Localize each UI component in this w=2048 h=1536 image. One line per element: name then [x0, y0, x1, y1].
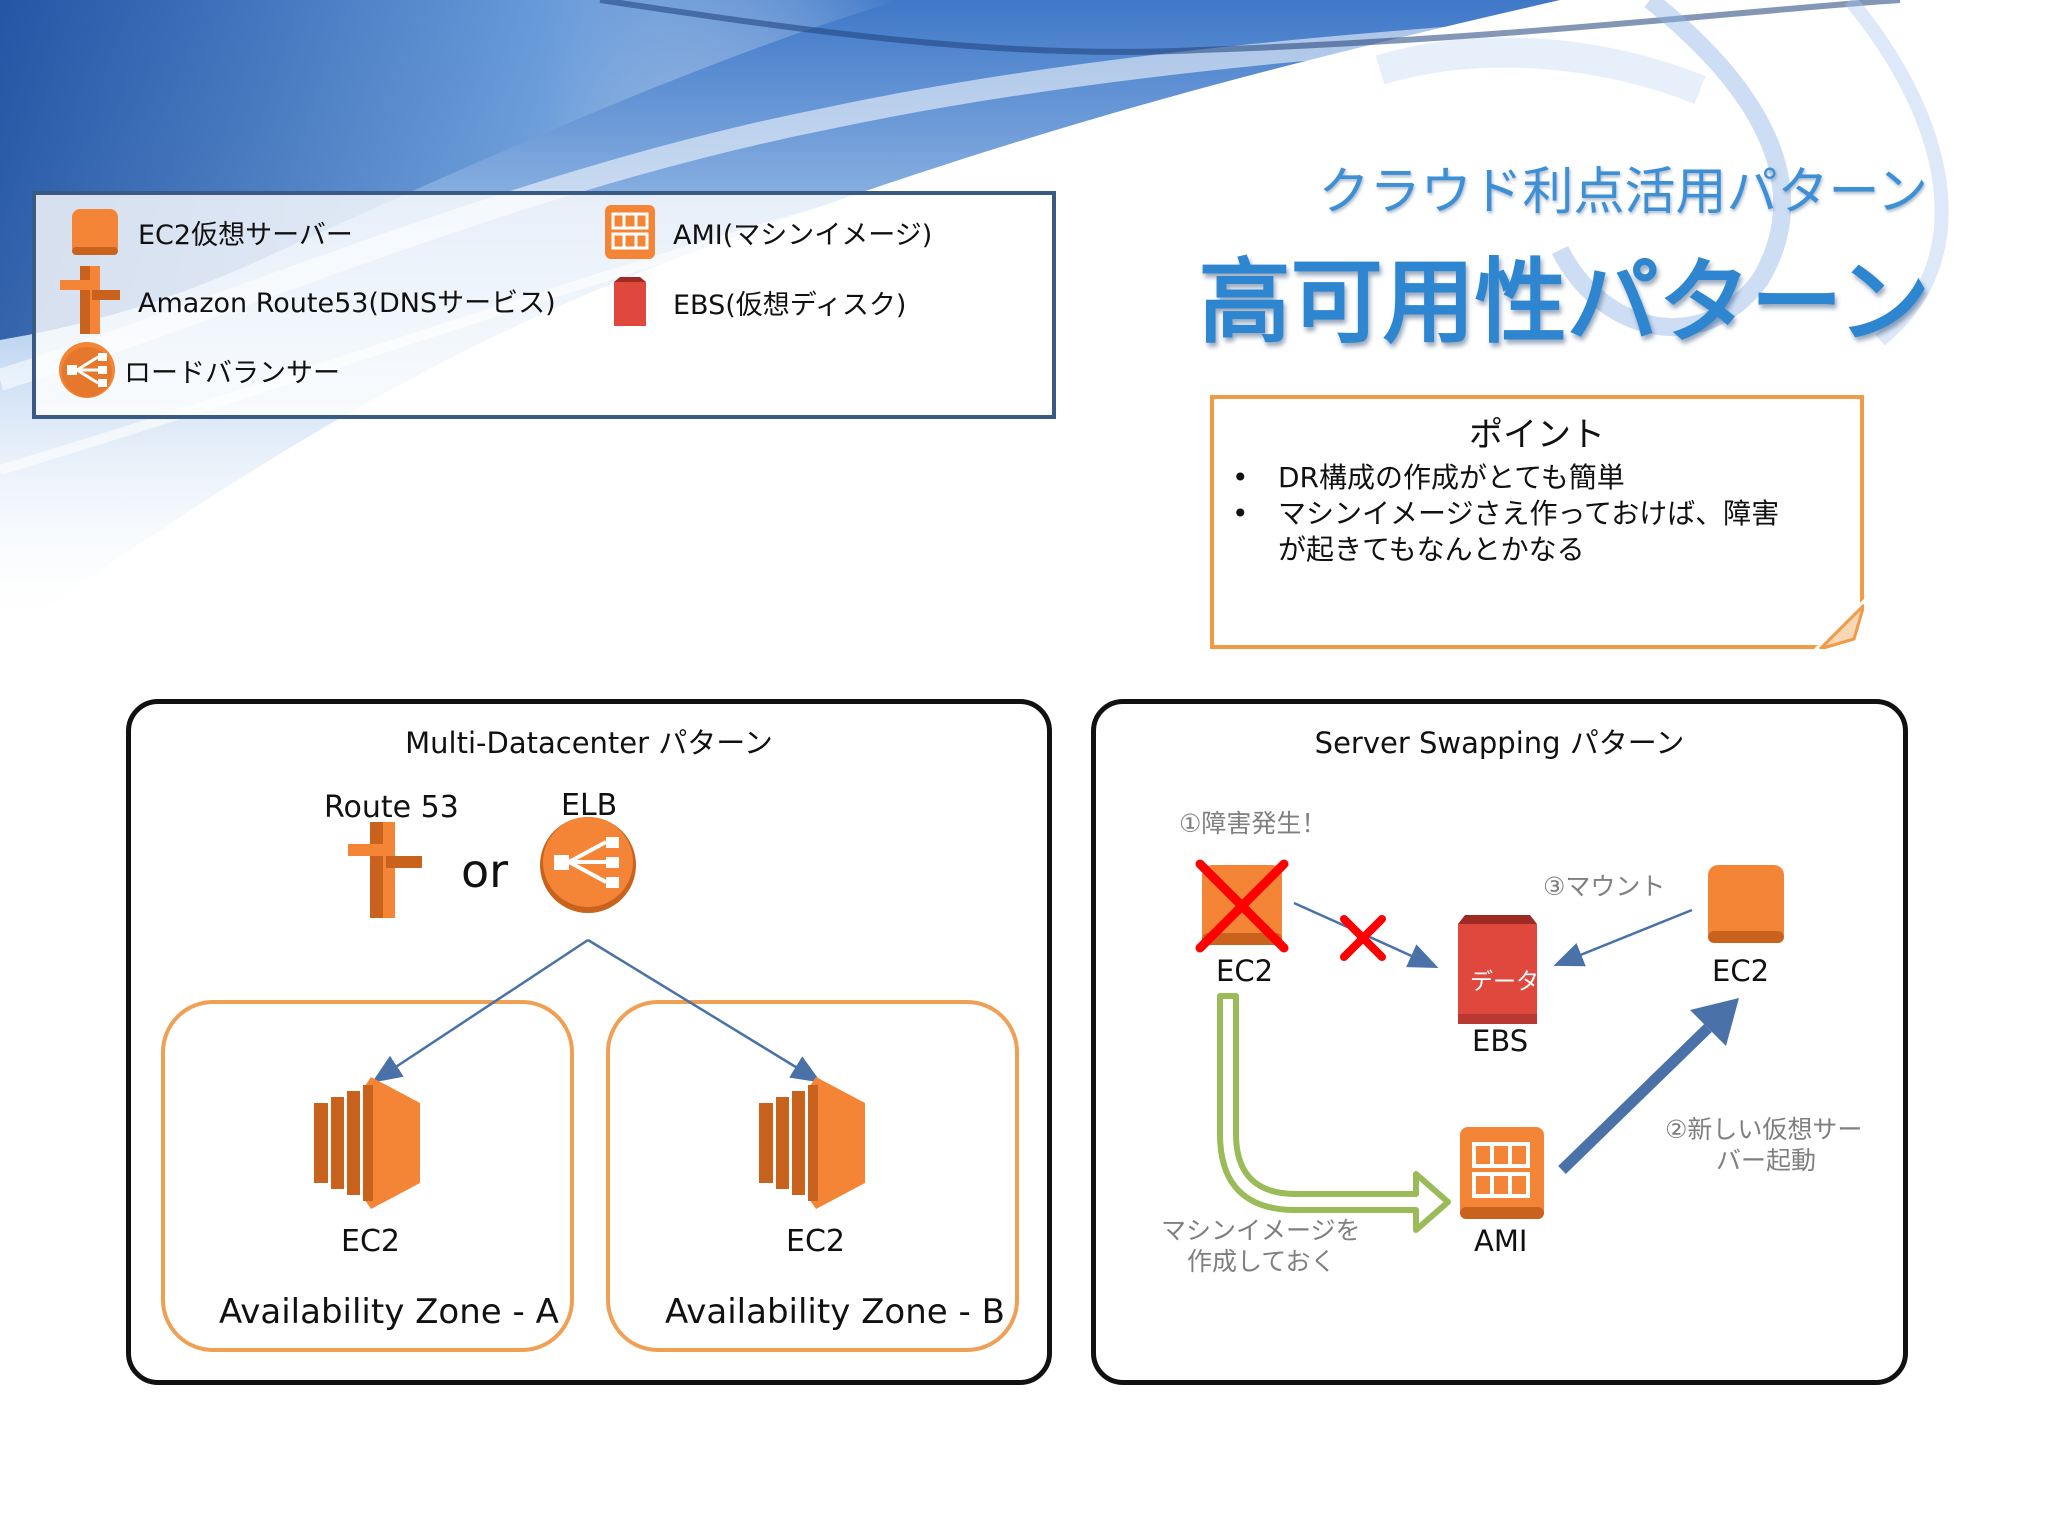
legend-ebs-label: EBS(仮想ディスク) [673, 289, 907, 321]
new-ec2-label: EC2 [1712, 954, 1770, 988]
step3-label: ③マウント [1543, 872, 1666, 901]
legend-elb-label: ロードバランサー [124, 357, 340, 389]
ec2-instance-icon [314, 1077, 420, 1209]
elb-icon [540, 817, 636, 913]
failure-cross-icon [1195, 859, 1289, 953]
availability-zone-a [161, 1000, 574, 1352]
ebs-data-label: データ [1470, 969, 1539, 995]
ami-icon [601, 203, 659, 261]
legend-item-route53: Amazon Route53(DNSサービス) [58, 263, 556, 337]
connector-arrow [371, 938, 589, 1083]
ec2-instance-icon [66, 203, 124, 261]
point-note: ポイント DR構成の作成がとても簡単 マシンイメージさえ作っておけば、障害が起き… [1210, 395, 1864, 649]
ami-icon [1460, 1127, 1544, 1219]
new-ec2-icon [1708, 865, 1784, 943]
ec2-label-zone-b: EC2 [786, 1224, 845, 1259]
point-heading: ポイント [1469, 415, 1605, 455]
load-balancer-icon [58, 341, 116, 399]
create-image-label-line1: マシンイメージを [1161, 1216, 1361, 1245]
ec2-label-zone-a: EC2 [341, 1224, 400, 1259]
step1-label: ①障害発生！ [1179, 809, 1327, 838]
server-swapping-title: Server Swapping パターン [1314, 726, 1685, 760]
legend-item-elb: ロードバランサー [58, 341, 340, 399]
create-image-arrow [1217, 993, 1451, 1233]
or-label: or [461, 844, 509, 898]
create-image-label-line2: 作成しておく [1187, 1247, 1336, 1276]
availability-zone-b [606, 1000, 1019, 1352]
launch-arrow [1558, 998, 1739, 1174]
point-list: DR構成の作成がとても簡単 マシンイメージさえ作っておけば、障害が起きてもなんと… [1214, 460, 1860, 568]
route53-icon [58, 263, 124, 337]
ami-label: AMI [1474, 1224, 1528, 1258]
legend-ami-label: AMI(マシンイメージ) [673, 219, 933, 251]
step2-label-line1: ②新しい仮想サー [1665, 1115, 1863, 1144]
point-item: マシンイメージさえ作っておけば、障害が起きてもなんとかなる [1232, 496, 1798, 568]
server-swapping-diagram [1195, 859, 1784, 1233]
slide-title: 高可用性パターン [1198, 249, 1930, 356]
zone-a-label: Availability Zone - A [219, 1292, 559, 1332]
server-swapping-panel: Server Swapping パターン ①障害発生！ ③マウント EC2 デー… [1091, 699, 1908, 1385]
multi-datacenter-diagram [161, 817, 1019, 1352]
blocked-cross-icon [1340, 915, 1386, 961]
connector-arrow [587, 938, 822, 1083]
ebs-volume-icon [601, 273, 659, 331]
step2-label-line2: バー起動 [1716, 1146, 1817, 1175]
mount-arrow [1553, 908, 1693, 967]
route53-icon [348, 822, 422, 918]
zone-b-label: Availability Zone - B [665, 1292, 1005, 1332]
multi-datacenter-title: Multi-Datacenter パターン [405, 726, 773, 760]
legend-box: EC2仮想サーバー AMI(マシンイメージ) Amazon Route53(DN… [32, 191, 1056, 419]
legend-ec2-label: EC2仮想サーバー [138, 219, 353, 251]
legend-route53-label: Amazon Route53(DNSサービス) [138, 287, 556, 319]
route53-label: Route 53 [324, 790, 459, 825]
ebs-volume-icon [1458, 915, 1537, 1024]
multi-datacenter-panel: Multi-Datacenter パターン Route 53 or ELB EC… [126, 699, 1052, 1385]
point-item: DR構成の作成がとても簡単 [1232, 460, 1860, 496]
slide-subtitle: クラウド利点活用パターン [1318, 163, 1928, 222]
legend-item-ebs: EBS(仮想ディスク) [601, 273, 906, 331]
elb-label: ELB [561, 788, 618, 823]
legend-item-ami: AMI(マシンイメージ) [601, 203, 932, 261]
failed-ec2-label: EC2 [1216, 954, 1274, 988]
page-curl-icon [1814, 599, 1864, 649]
ec2-instance-icon [759, 1077, 865, 1209]
legend-item-ec2: EC2仮想サーバー [66, 203, 353, 261]
ebs-label: EBS [1472, 1024, 1529, 1058]
